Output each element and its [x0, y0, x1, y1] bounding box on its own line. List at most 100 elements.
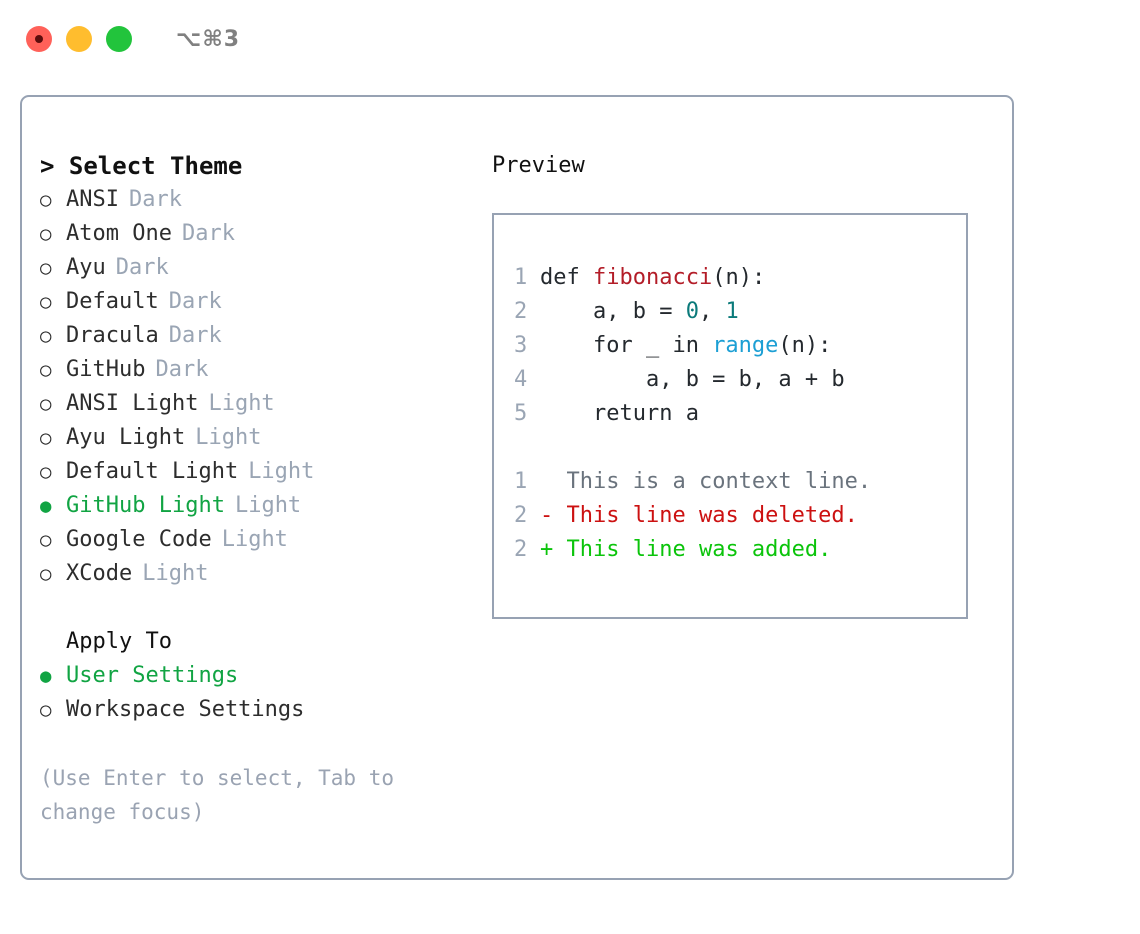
theme-variant-tag: Dark — [128, 187, 182, 212]
code-token: 0 — [685, 299, 699, 324]
theme-option-label: Ayu — [66, 255, 106, 280]
code-line: 1 def fibonacci(n): — [514, 261, 966, 295]
theme-option[interactable]: ○ GitHub Dark — [40, 353, 492, 387]
code-line: 4 a, b = b, a + b — [514, 363, 966, 397]
theme-variant-tag: Light — [208, 391, 275, 416]
theme-variant-tag: Dark — [168, 323, 222, 348]
code-token: (n): — [712, 265, 766, 290]
apply-to-list: ●User Settings ○ Workspace Settings — [40, 659, 492, 727]
theme-variant-tag: Light — [234, 493, 302, 518]
code-token: fibonacci — [592, 265, 713, 290]
theme-option[interactable]: ○ Google Code Light — [40, 523, 492, 557]
theme-option[interactable]: ○ ANSI Light Light — [40, 387, 492, 421]
diff-marker — [540, 465, 567, 499]
theme-option-label: Default Light — [66, 459, 239, 484]
theme-option[interactable]: ○ ANSI Dark — [40, 183, 492, 217]
radio-unselected-icon: ○ — [40, 223, 52, 245]
code-token: for _ in — [540, 333, 713, 358]
line-number: 5 — [514, 401, 528, 426]
theme-variant-tag: Dark — [181, 221, 235, 246]
line-number: 2 — [514, 503, 528, 528]
minimize-button[interactable] — [66, 26, 92, 52]
apply-to-option-label: Workspace Settings — [66, 697, 305, 722]
theme-option-label: Dracula — [66, 323, 159, 348]
code-token: a, b = — [540, 299, 686, 324]
theme-option-label: Ayu Light — [66, 425, 186, 450]
title-bar: ⌥⌘3 — [0, 0, 1140, 78]
diff-marker: - — [540, 503, 567, 528]
radio-unselected-icon: ○ — [40, 529, 52, 551]
line-number: 1 — [514, 265, 528, 290]
line-number: 2 — [514, 537, 528, 562]
theme-option-label: ANSI Light — [66, 391, 199, 416]
theme-option-label: XCode — [66, 561, 133, 586]
code-line-content: for _ in range(n): — [540, 329, 831, 363]
theme-option-label: Google Code — [66, 527, 212, 552]
diff-line: 2 + This line was added. — [514, 533, 966, 567]
code-token: (n): — [778, 333, 832, 358]
diff-marker: + — [540, 537, 567, 562]
code-line: 2 a, b = 0, 1 — [514, 295, 966, 329]
code-token: return a — [540, 401, 699, 426]
theme-variant-tag: Dark — [168, 289, 222, 314]
keyboard-shortcut-label: ⌥⌘3 — [176, 26, 241, 52]
line-number: 3 — [514, 333, 528, 358]
diff-line-text: This line was deleted. — [566, 503, 858, 528]
line-number: 1 — [514, 469, 528, 494]
code-line-content: def fibonacci(n): — [540, 261, 765, 295]
theme-variant-tag: Dark — [155, 357, 209, 382]
radio-unselected-icon: ○ — [40, 257, 52, 279]
radio-selected-icon: ● — [40, 495, 52, 517]
preview-header: Preview — [492, 153, 585, 178]
radio-unselected-icon: ○ — [40, 699, 52, 721]
radio-unselected-icon: ○ — [40, 325, 52, 347]
line-number: 2 — [514, 299, 528, 324]
apply-to-option[interactable]: ○ Workspace Settings — [40, 693, 492, 727]
diff-line: 1 This is a context line. — [514, 465, 966, 499]
code-token: , — [698, 299, 726, 324]
window-controls — [26, 26, 132, 52]
theme-option-label: Atom One — [66, 221, 172, 246]
apply-to-header: Apply To — [66, 629, 172, 654]
maximize-button[interactable] — [106, 26, 132, 52]
radio-unselected-icon: ○ — [40, 291, 52, 313]
diff-line-text: This is a context line. — [566, 469, 872, 494]
diff-sample: 1 This is a context line.2- This line wa… — [514, 465, 966, 567]
apply-to-option-label: User Settings — [66, 663, 239, 688]
theme-variant-tag: Light — [248, 459, 315, 484]
line-number: 4 — [514, 367, 528, 392]
close-button[interactable] — [26, 26, 52, 52]
theme-option[interactable]: ○ Atom One Dark — [40, 217, 492, 251]
apply-to-option[interactable]: ●User Settings — [40, 659, 492, 693]
radio-unselected-icon: ○ — [40, 461, 52, 483]
theme-variant-tag: Light — [142, 561, 209, 586]
code-token: a, b = b, a + b — [540, 367, 845, 392]
theme-option[interactable]: ○ Dracula Dark — [40, 319, 492, 353]
radio-unselected-icon: ○ — [40, 359, 52, 381]
diff-line: 2- This line was deleted. — [514, 499, 966, 533]
radio-unselected-icon: ○ — [40, 393, 52, 415]
code-token: range — [712, 333, 779, 358]
radio-unselected-icon: ○ — [40, 189, 52, 211]
code-line-content: a, b = b, a + b — [540, 363, 845, 397]
theme-option[interactable]: ○ Default Light Light — [40, 455, 492, 489]
theme-option-label: GitHub — [66, 357, 146, 382]
diff-line-text: This line was added. — [566, 537, 832, 562]
code-line: 3 for _ in range(n): — [514, 329, 966, 363]
theme-option-label: ANSI — [66, 187, 119, 212]
code-line-content: a, b = 0, 1 — [540, 295, 739, 329]
theme-variant-tag: Light — [221, 527, 288, 552]
radio-unselected-icon: ○ — [40, 563, 52, 585]
theme-option[interactable]: ○ XCode Light — [40, 557, 492, 591]
select-theme-header: > Select Theme — [40, 152, 243, 180]
code-token: 1 — [725, 299, 739, 324]
